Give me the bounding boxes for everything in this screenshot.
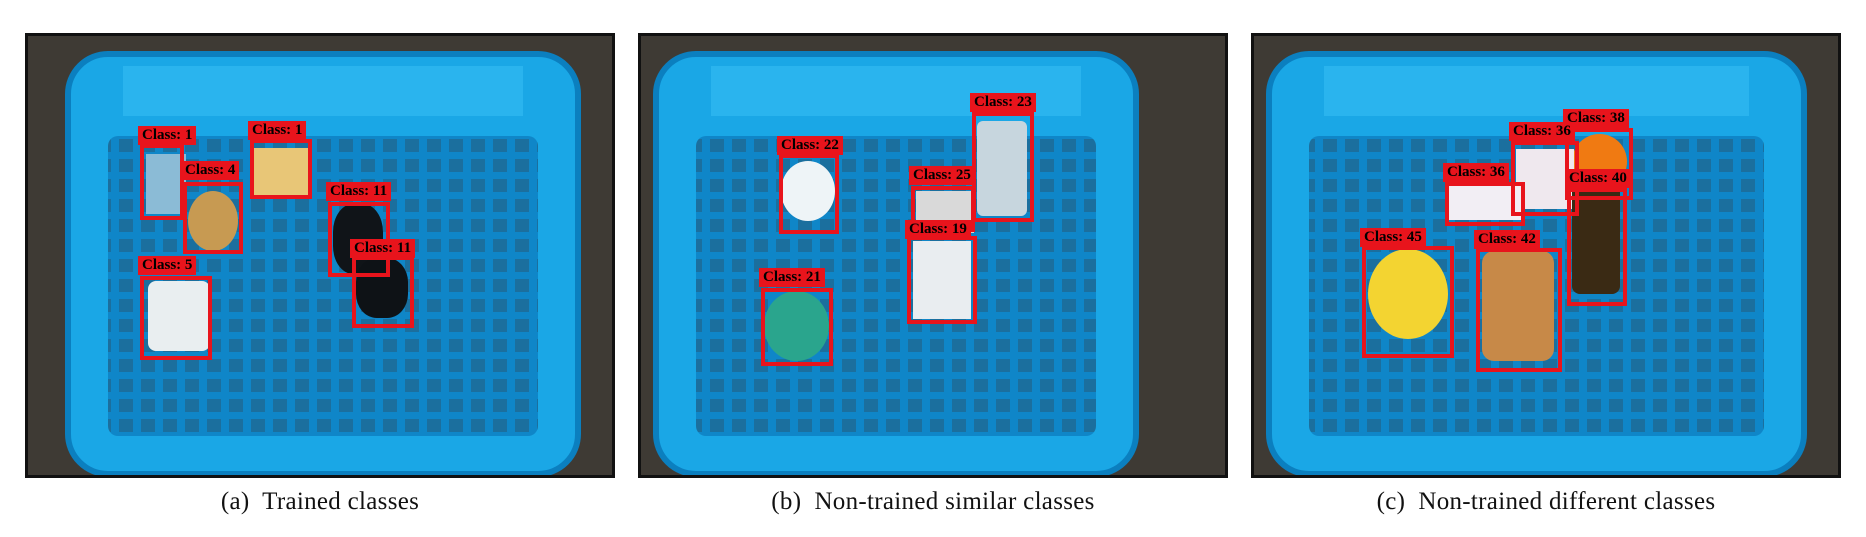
class-label: Class: 38 xyxy=(1563,109,1629,128)
class-label: Class: 21 xyxy=(759,268,825,287)
class-label: Class: 45 xyxy=(1360,228,1426,247)
detection-box xyxy=(352,256,414,328)
caption-non-trained-different-classes: (c) Non-trained different classes xyxy=(1376,488,1716,515)
caption-trained-classes: (a) Trained classes xyxy=(220,488,420,515)
detection-box xyxy=(972,112,1034,222)
detection-box xyxy=(1445,182,1525,226)
class-label: Class: 40 xyxy=(1565,169,1631,188)
class-label: Class: 22 xyxy=(777,136,843,155)
class-label: Class: 23 xyxy=(970,93,1036,112)
class-label: Class: 42 xyxy=(1474,230,1540,249)
class-label: Class: 36 xyxy=(1443,163,1509,182)
detection-box xyxy=(183,182,243,254)
class-label: Class: 5 xyxy=(138,256,197,275)
basket-photo xyxy=(28,36,612,475)
class-label: Class: 4 xyxy=(181,161,240,180)
detection-box xyxy=(1565,128,1633,200)
detection-box xyxy=(907,236,977,324)
class-label: Class: 11 xyxy=(350,239,416,258)
detection-box xyxy=(1476,248,1562,372)
detection-box xyxy=(140,276,212,360)
image-panel-non-trained-different-classes: Class: 38 Class: 36 Class: 36 Class: 40 … xyxy=(1251,33,1841,478)
class-label: Class: 19 xyxy=(905,220,971,239)
image-panel-non-trained-similar-classes: Class: 23 Class: 22 Class: 25 Class: 19 … xyxy=(638,33,1228,478)
class-label: Class: 25 xyxy=(909,166,975,185)
detection-box xyxy=(250,139,312,199)
image-panel-trained-classes: Class: 1 Class: 1 Class: 4 Class: 11 Cla… xyxy=(25,33,615,478)
caption-non-trained-similar-classes: (b) Non-trained similar classes xyxy=(771,488,1095,515)
class-label: Class: 1 xyxy=(138,126,197,145)
detection-box xyxy=(779,154,839,234)
detection-box xyxy=(1567,188,1627,306)
detection-box xyxy=(1362,246,1454,358)
class-label: Class: 11 xyxy=(326,182,392,201)
class-label: Class: 1 xyxy=(248,121,307,140)
class-label: Class: 36 xyxy=(1509,122,1575,141)
detection-box xyxy=(761,288,833,366)
detection-box xyxy=(140,144,184,220)
